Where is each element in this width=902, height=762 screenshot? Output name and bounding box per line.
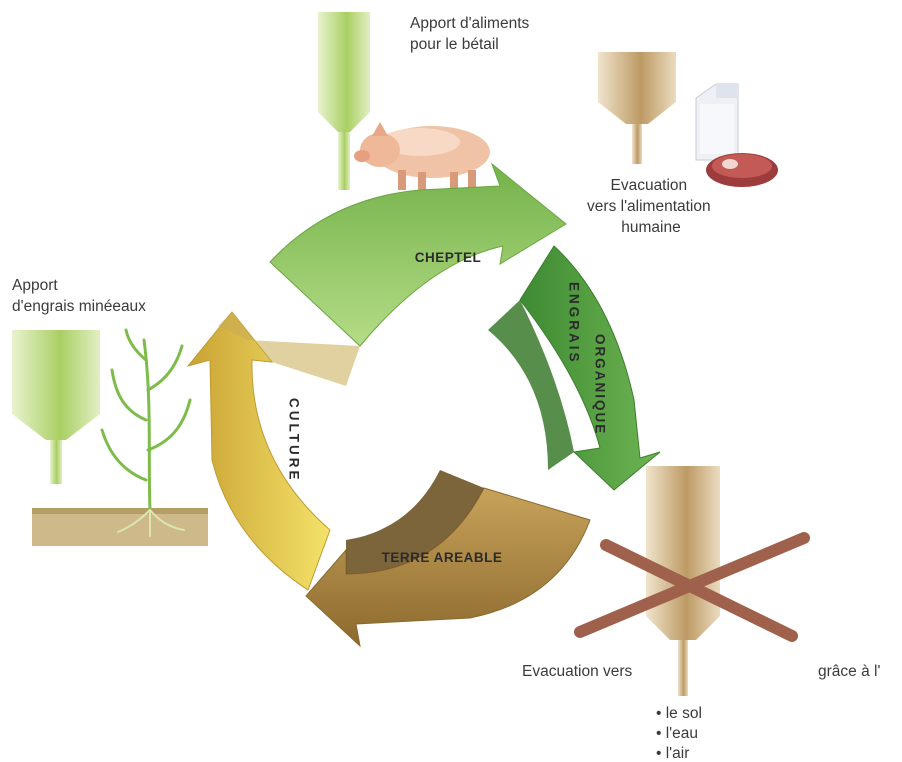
food-output-pipe <box>598 52 676 164</box>
organique-label: ORGANIQUE <box>593 334 608 435</box>
cycle-ring <box>188 164 660 646</box>
evacuation-vers-label: Evacuation vers <box>522 663 633 680</box>
terre-arable-label: TERRE AREABLE <box>382 550 503 565</box>
plant-icon <box>102 330 190 536</box>
food-output-label: Evacuation vers l'alimentation humaine <box>587 177 715 236</box>
meat-steak-icon <box>706 153 778 187</box>
soil-strip <box>32 508 208 546</box>
fertilizer-input-pipe <box>12 330 100 484</box>
grace-a-label: grâce à l' <box>818 663 880 680</box>
pig-icon <box>354 122 490 192</box>
feed-input-pipe <box>318 12 370 190</box>
culture-label: CULTURE <box>287 398 302 483</box>
cheptel-label: CHEPTEL <box>415 250 482 265</box>
fertilizer-input-label: Apport d'engrais minéeaux <box>12 277 146 315</box>
milk-carton-icon <box>696 84 738 160</box>
feed-input-label: Apport d'aliments pour le bétail <box>410 15 534 53</box>
evacuation-targets-list: • le sol • l'eau • l'air <box>656 705 706 762</box>
engrais-label: ENGRAIS <box>567 282 582 365</box>
